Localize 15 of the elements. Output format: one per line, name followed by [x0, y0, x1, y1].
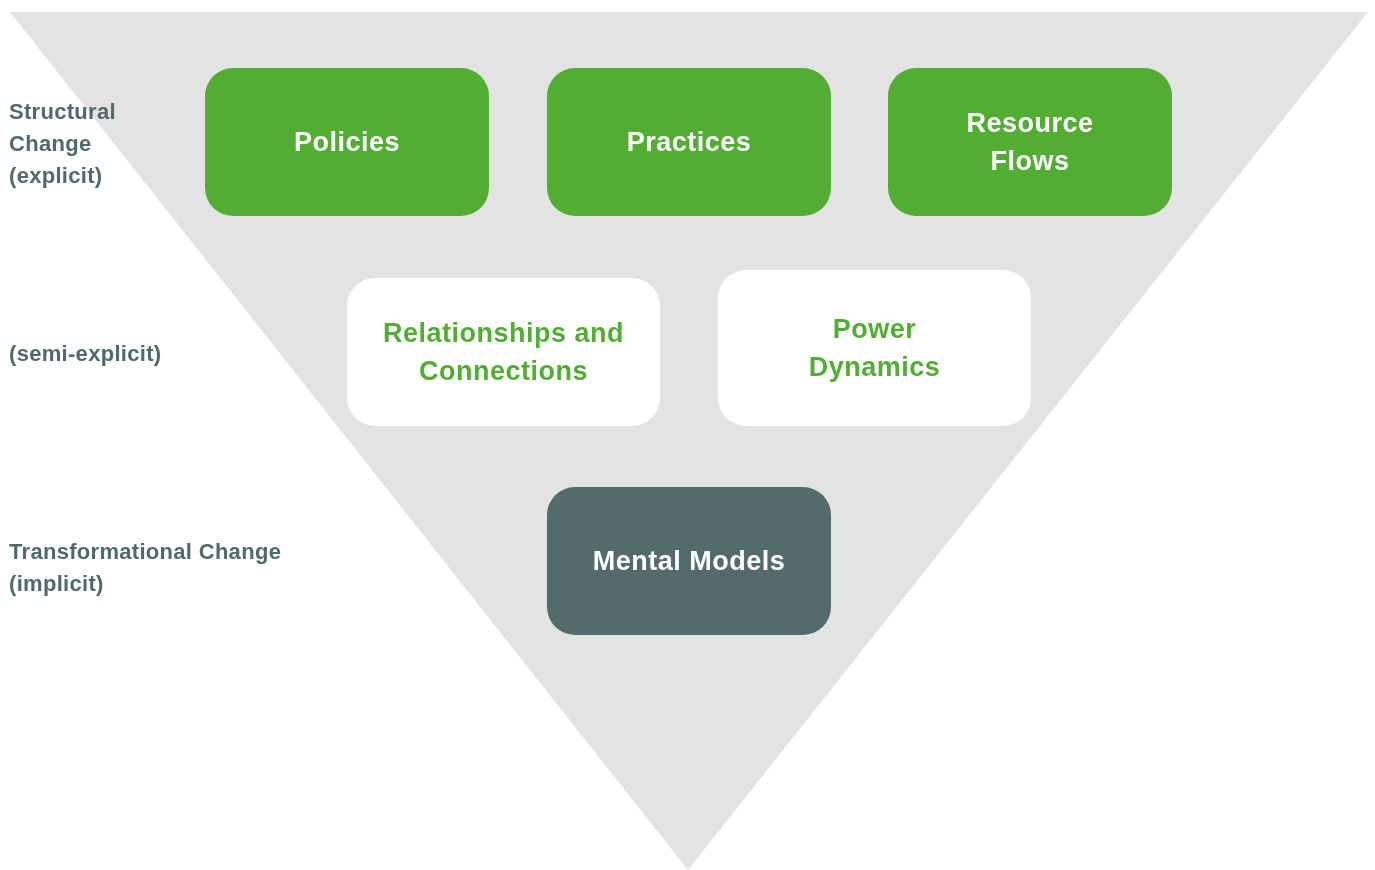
structural-box — [888, 68, 1172, 216]
box-label: Resource Flows — [965, 107, 1095, 178]
box-label: Power Dynamics — [807, 313, 942, 384]
structural-box — [205, 68, 489, 216]
level-label: Transformational Change (implicit) — [9, 538, 283, 598]
box-label: Relationships and Connections — [381, 317, 625, 388]
box-label: Mental Models — [592, 545, 786, 578]
semi-explicit-box — [347, 278, 660, 426]
transformational-box — [547, 487, 831, 635]
box-label: Practices — [626, 126, 752, 159]
level-label: (semi-explicit) — [9, 340, 163, 368]
box-label: Policies — [293, 126, 401, 159]
structural-box — [547, 68, 831, 216]
semi-explicit-box — [718, 270, 1031, 426]
level-label: Structural Change (explicit) — [9, 98, 117, 190]
